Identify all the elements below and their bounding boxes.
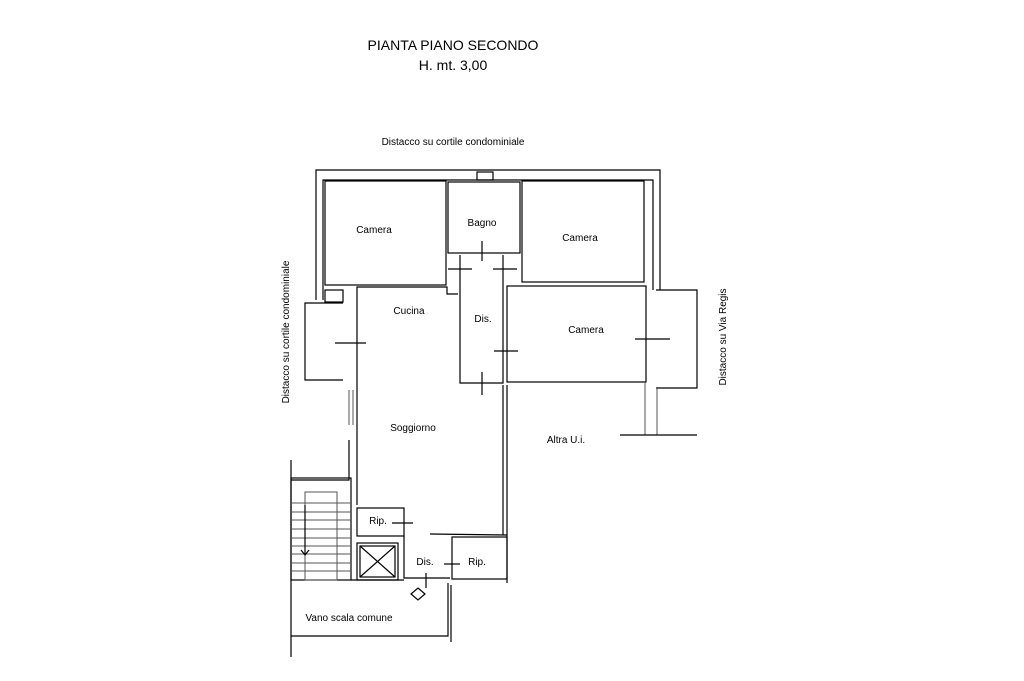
outer-walls bbox=[315, 169, 661, 300]
stairwell-label: Vano scala comune bbox=[305, 613, 393, 624]
right-annotation: Distacco su Via Regis bbox=[718, 288, 729, 385]
room-camera-top-left: Camera bbox=[356, 225, 392, 236]
room-cucina: Cucina bbox=[393, 306, 425, 317]
plan-title: PIANTA PIANO SECONDO bbox=[367, 37, 539, 53]
room-bagno: Bagno bbox=[468, 218, 497, 229]
room-soggiorno: Soggiorno bbox=[390, 423, 436, 434]
entrance-arrow-icon bbox=[410, 587, 426, 601]
room-rip-lower: Rip. bbox=[468, 557, 486, 568]
stairwell bbox=[290, 460, 452, 657]
plan-height: H. mt. 3,00 bbox=[418, 57, 488, 73]
other-unit-label: Altra U.i. bbox=[547, 435, 585, 446]
room-dis-corridor: Dis. bbox=[474, 314, 491, 325]
room-camera-mid-right: Camera bbox=[568, 325, 604, 336]
room-rip-upper: Rip. bbox=[369, 516, 387, 527]
left-annotation: Distacco su cortile condominiale bbox=[281, 260, 292, 403]
top-annotation: Distacco su cortile condominiale bbox=[382, 137, 525, 148]
room-camera-top-right: Camera bbox=[562, 233, 598, 244]
room-dis-entry: Dis. bbox=[416, 557, 433, 568]
balconies bbox=[304, 289, 698, 436]
door-marks bbox=[335, 241, 670, 601]
